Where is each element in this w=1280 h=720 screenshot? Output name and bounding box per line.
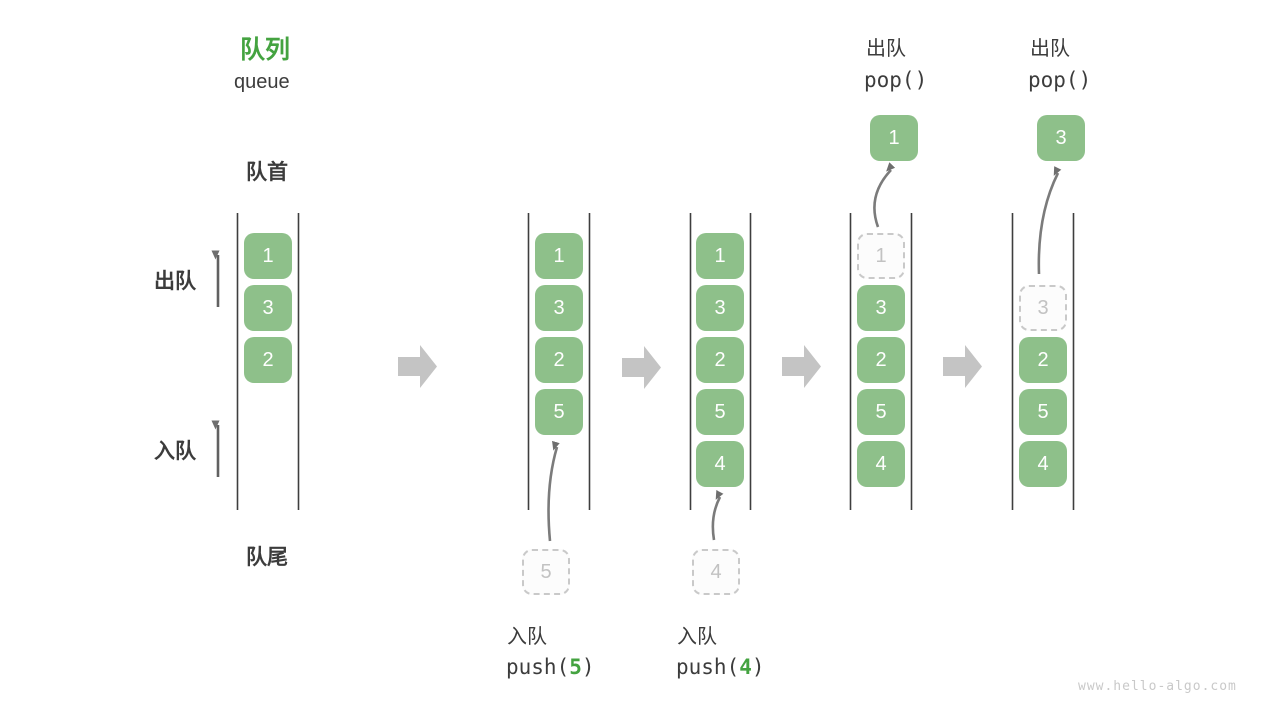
stage5-item: 2: [1019, 337, 1067, 383]
push-call-prefix: push(: [506, 655, 570, 679]
stage1-item: 1: [244, 233, 292, 279]
stage5-removed-item: 3: [1019, 285, 1067, 331]
stage5-popped-item: 3: [1037, 115, 1085, 161]
stage2-op-label: 入队: [507, 626, 547, 648]
queue-rear-label: 队尾: [246, 546, 288, 569]
stage-transition-arrow-2: [622, 346, 661, 389]
push-call-prefix: push(: [676, 655, 740, 679]
stage-transition-arrow-3: [782, 345, 821, 388]
stage3-op-label: 入队: [677, 626, 717, 648]
stage1-item: 2: [244, 337, 292, 383]
stage4-item: 4: [857, 441, 905, 487]
queue-column-walls: [236, 213, 1075, 510]
stage2-item: 2: [535, 337, 583, 383]
pop-3-arrow: [1037, 166, 1062, 275]
stage3-item: 4: [696, 441, 744, 487]
push-call-arg: 5: [569, 655, 582, 679]
stage4-op-code: pop(): [864, 68, 928, 92]
stage4-item: 3: [857, 285, 905, 331]
stage3-item: 2: [696, 337, 744, 383]
stage2-item: 1: [535, 233, 583, 279]
stage-transition-arrow-1: [398, 345, 437, 388]
stage4-popped-item: 1: [870, 115, 918, 161]
stage2-item: 5: [535, 389, 583, 435]
stage1-item: 3: [244, 285, 292, 331]
stage3-pending-item: 4: [692, 549, 740, 595]
stage-transition-arrow-4: [943, 345, 982, 388]
push-call-suffix: ): [751, 655, 765, 679]
push-call-suffix: ): [581, 655, 595, 679]
stage2-item: 3: [535, 285, 583, 331]
stage3-item: 1: [696, 233, 744, 279]
stage3-item: 3: [696, 285, 744, 331]
stage5-item: 4: [1019, 441, 1067, 487]
push-4-arrow: [711, 489, 724, 541]
watermark: www.hello-algo.com: [1078, 679, 1237, 694]
stage5-op-code: pop(): [1028, 68, 1092, 92]
stage5-op-label: 出队: [1030, 38, 1070, 60]
queue-front-label: 队首: [246, 161, 288, 184]
stage4-item: 2: [857, 337, 905, 383]
enqueue-side-label: 入队: [154, 440, 196, 463]
stage2-pending-item: 5: [522, 549, 570, 595]
push-call-arg: 4: [739, 655, 752, 679]
diagram-title-en: queue: [234, 71, 290, 93]
stage4-removed-item: 1: [857, 233, 905, 279]
stage3-item: 5: [696, 389, 744, 435]
pop-1-arrow: [873, 162, 896, 228]
diagram-title-zh: 队列: [240, 36, 291, 64]
stage4-item: 5: [857, 389, 905, 435]
stage4-op-label: 出队: [866, 38, 906, 60]
dequeue-side-label: 出队: [154, 270, 196, 293]
push-5-arrow: [547, 440, 560, 542]
stage2-op-code: push(5): [506, 655, 595, 679]
stage3-op-code: push(4): [676, 655, 765, 679]
stage5-item: 5: [1019, 389, 1067, 435]
